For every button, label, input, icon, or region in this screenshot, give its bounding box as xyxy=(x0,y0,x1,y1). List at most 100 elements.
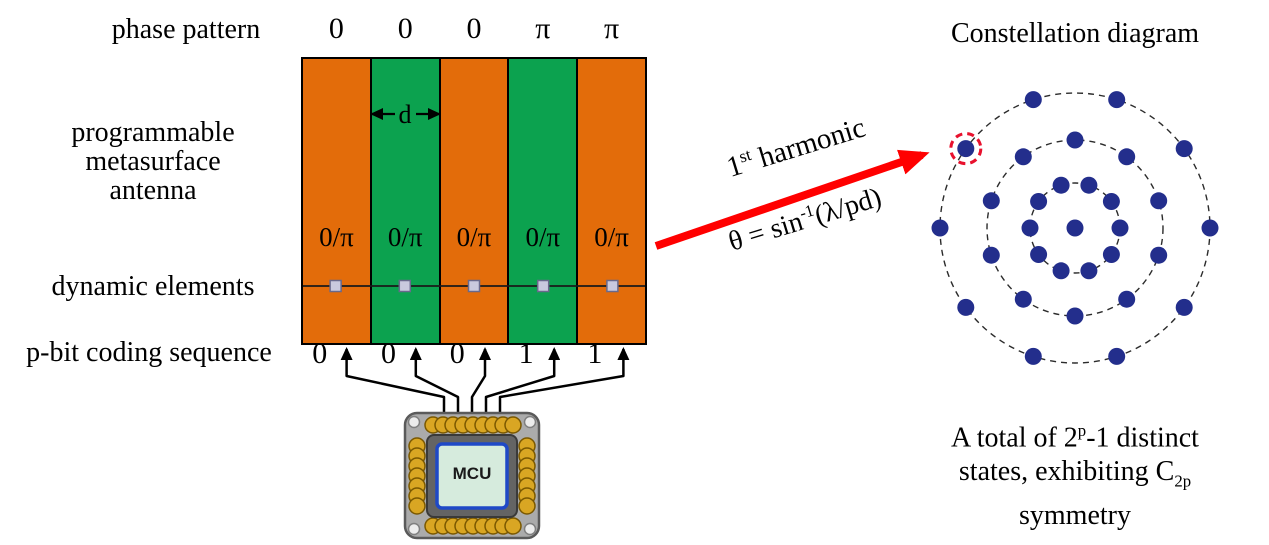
mcu-pin-coil xyxy=(434,416,452,434)
pbit-value: 1 xyxy=(518,337,534,370)
constellation-dot xyxy=(957,298,975,316)
pbit-value: 0 xyxy=(312,337,328,370)
pbit-value: 1 xyxy=(587,337,603,370)
constellation-dot xyxy=(1080,262,1098,280)
phase-pattern-label: phase pattern xyxy=(111,14,261,45)
mcu-pin-coil xyxy=(454,416,472,434)
mcu-pin-coil xyxy=(518,487,536,505)
constellation-plot xyxy=(931,91,1219,365)
mcu-pin-coil xyxy=(518,437,536,455)
caption-text: -1 distinct xyxy=(1086,422,1199,454)
mcu-pin-coil xyxy=(434,517,452,535)
antenna-label-line: programmable xyxy=(71,117,235,148)
metasurface-array: 0 0/π 0 0 0/π 0 0 0/π 0 π 0/π 1 π 0/π 1 xyxy=(301,12,647,370)
metasurface-column: 0 0/π 0 xyxy=(303,12,370,370)
metasurface-antenna-label: programmable metasurface antenna xyxy=(28,118,278,205)
constellation-dot xyxy=(1066,219,1084,237)
mcu-corner-pad xyxy=(407,522,421,536)
constellation-title: Constellation diagram xyxy=(950,18,1200,49)
caption-line: symmetry xyxy=(1019,499,1131,531)
mcu-pin-coil xyxy=(408,477,426,495)
constellation-dot xyxy=(957,140,975,158)
phase-value: π xyxy=(535,12,551,45)
constellation-dot xyxy=(1014,148,1032,166)
mcu-pin-coil xyxy=(484,517,502,535)
mcu-pin-coil xyxy=(504,517,522,535)
dynamic-elements-label: dynamic elements xyxy=(51,271,255,302)
mcu-pin-coil xyxy=(408,487,426,505)
constellation-dot xyxy=(1030,246,1048,263)
constellation-ring-circle xyxy=(1029,182,1121,274)
metasurface-column: π 0/π 1 xyxy=(507,12,577,370)
constellation-dot xyxy=(1102,193,1120,210)
constellation-dot xyxy=(1052,176,1070,194)
element-state-label: 0/π xyxy=(525,222,561,252)
caption-line: A total of 2p-1 distinct xyxy=(920,414,1230,455)
element-state-label: 0/π xyxy=(319,222,354,252)
constellation-dot xyxy=(1201,219,1219,237)
antenna-label-line: metasurface xyxy=(85,146,221,177)
mcu-corner-pad xyxy=(523,415,537,429)
caption-sub: 2p xyxy=(1174,471,1192,491)
constellation-dot xyxy=(1108,347,1126,365)
constellation-ring-circle xyxy=(939,92,1211,364)
mcu-pin-coil xyxy=(444,416,462,434)
mcu-label: MCU xyxy=(452,464,492,483)
antenna-label-line: antenna xyxy=(109,175,197,206)
constellation-dot xyxy=(1014,290,1032,308)
mcu-pin-coil xyxy=(408,497,426,515)
constellation-dot xyxy=(1066,307,1084,325)
states-caption: A total of 2p-1 distinct states, exhibit… xyxy=(920,414,1230,533)
formula-text: θ = sin xyxy=(725,205,807,258)
constellation-ring-circle xyxy=(986,139,1164,317)
mcu-pin-coil xyxy=(518,447,536,465)
constellation-dot xyxy=(982,246,1000,264)
phase-value: π xyxy=(604,12,620,45)
constellation-dot xyxy=(1052,262,1070,280)
constellation-dot xyxy=(1021,219,1039,237)
mcu-pin-coil xyxy=(424,517,442,535)
metasurface-column: π 0/π 1 xyxy=(576,12,645,370)
mcu-pin-coil xyxy=(484,416,502,434)
constellation-dot xyxy=(1066,131,1084,149)
constellation-dot xyxy=(1024,347,1042,365)
mcu-pin-coil xyxy=(518,477,536,495)
mcu-pin-coil xyxy=(464,517,482,535)
mcu-pin-coil xyxy=(518,457,536,475)
constellation-dot xyxy=(1108,91,1126,109)
caption-text: states, exhibiting C xyxy=(958,456,1175,488)
formula-text: (λ/pd) xyxy=(810,181,886,232)
constellation-dot xyxy=(1150,246,1168,264)
phase-value: 0 xyxy=(328,12,344,45)
element-state-label: 0/π xyxy=(387,222,423,252)
mcu-pin-coil xyxy=(474,517,492,535)
constellation-dot xyxy=(1111,219,1129,237)
caption-text: A total of 2 xyxy=(951,422,1078,454)
constellation-dot xyxy=(1102,246,1120,263)
harmonic-text: harmonic xyxy=(748,111,870,177)
constellation-dot xyxy=(1150,192,1168,210)
mcu-pin-coil xyxy=(518,467,536,485)
constellation-dot xyxy=(1118,290,1136,308)
mcu-pin-coil xyxy=(408,467,426,485)
highlighted-state-marker xyxy=(949,132,983,166)
metasurface-column: 0 0/π 0 xyxy=(438,12,508,370)
caption-sup: p xyxy=(1077,421,1087,440)
metasurface-column: 0 0/π 0 xyxy=(369,12,439,370)
phase-value: 0 xyxy=(466,12,482,45)
constellation-dot xyxy=(1118,148,1136,166)
phase-value: 0 xyxy=(397,12,413,45)
mcu-pin-coil xyxy=(408,457,426,475)
constellation-dot xyxy=(1080,176,1098,194)
mcu-pin-coil xyxy=(504,416,522,434)
mcu-pin-coil xyxy=(518,497,536,515)
element-state-label: 0/π xyxy=(594,222,629,252)
pbit-coding-sequence-label: p-bit coding sequence xyxy=(26,337,272,368)
mcu-pin-coil xyxy=(494,416,512,434)
mcu-pin-coil xyxy=(454,517,472,535)
mcu-pin-coil xyxy=(464,416,482,434)
constellation-dot xyxy=(1175,140,1193,158)
mcu-pin-coil xyxy=(408,447,426,465)
constellation-dot xyxy=(982,192,1000,210)
